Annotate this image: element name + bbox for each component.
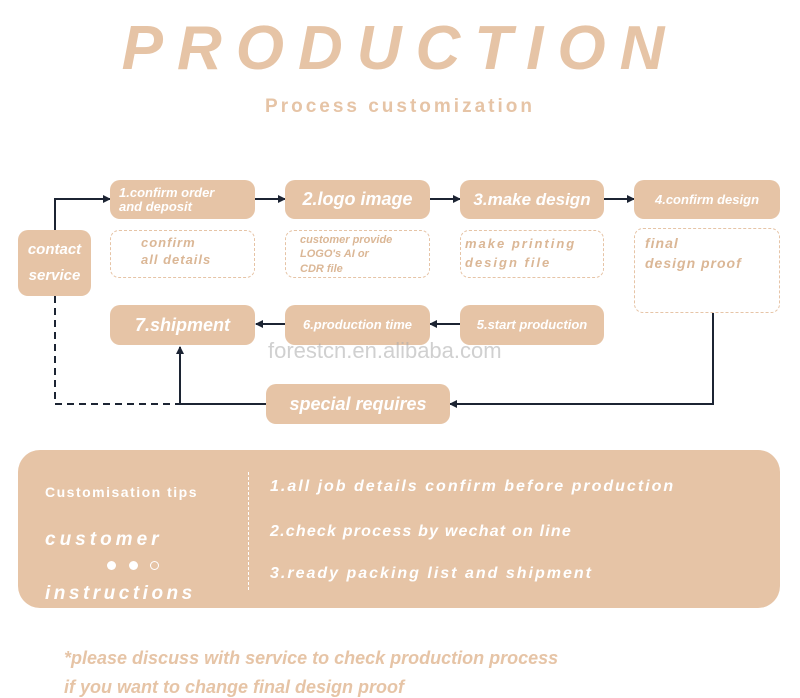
pager-dot-2: [129, 561, 138, 570]
pager-dot-1: [107, 561, 116, 570]
note2-line1: customer provide: [300, 234, 393, 246]
note1-line1: confirm: [141, 235, 196, 250]
step1-line2: and deposit: [119, 198, 192, 214]
footnote-line-2: if you want to change final design proof: [64, 677, 405, 697]
step-confirm-order: 1.confirm order and deposit: [110, 180, 255, 219]
panel-divider: [248, 472, 249, 590]
step-confirm-design: 4.confirm design: [634, 180, 780, 219]
connector-proof-to-special: [449, 313, 714, 408]
step-start-production: 5.start production: [460, 305, 604, 345]
step-production-time: 6.production time: [285, 305, 430, 345]
note1-line2: all details: [141, 251, 212, 267]
panel-label-tips: Customisation tips: [45, 484, 199, 500]
tip-item-2: 2.check process by wechat on line: [270, 523, 572, 540]
step-shipment: 7.shipment: [110, 305, 255, 345]
watermark: forestcn.en.alibaba.com: [268, 338, 502, 363]
connector-contact-to-step1: [54, 195, 111, 230]
contact-label-line1: contact: [27, 240, 82, 258]
note2-line2: LOGO's AI or: [300, 248, 369, 261]
step5-label: 5.start production: [476, 317, 588, 333]
note-confirm-details: confirm all details: [110, 230, 255, 278]
note3-line1: make printing: [465, 236, 577, 251]
customisation-tips-panel: Customisation tips customer instructions…: [18, 450, 780, 608]
special-label: special requires: [289, 393, 427, 414]
step4-label: 4.confirm design: [654, 191, 760, 207]
contact-service-box: contact service: [18, 230, 91, 296]
contact-label-line2: service: [28, 267, 81, 284]
step1-line1: 1.confirm order: [119, 184, 215, 200]
tip-item-3: 3.ready packing list and shipment: [270, 565, 593, 582]
note-printing-file: make printing design file: [460, 230, 604, 278]
connector-special-to-shipment: [176, 346, 266, 405]
step6-label: 6.production time: [302, 317, 413, 333]
note4-line1: final: [645, 235, 679, 251]
panel-label-customer: customer: [45, 529, 163, 550]
pager-dot-3: [150, 561, 159, 570]
note2-line3: CDR file: [300, 262, 343, 275]
special-requires-box: special requires: [266, 384, 450, 424]
panel-label-instructions: instructions: [45, 583, 196, 604]
tip-item-1: 1.all job details confirm before product…: [270, 478, 676, 495]
step-logo-image: 2.logo image: [285, 180, 430, 219]
note4-line2: design proof: [645, 255, 742, 272]
note-final-proof: final design proof: [634, 228, 780, 313]
footnote-line-1: *please discuss with service to check pr…: [64, 648, 559, 668]
page-subtitle: Process customization: [265, 96, 535, 117]
step7-label: 7.shipment: [134, 314, 231, 335]
connector-contact-to-special-dashed: [54, 296, 180, 405]
note3-line2: design file: [465, 254, 552, 270]
step2-label: 2.logo image: [302, 189, 413, 210]
step-make-design: 3.make design: [460, 180, 604, 219]
note-customer-provide: customer provide LOGO's AI or CDR file: [285, 230, 430, 278]
page-title: PRODUCTION: [121, 14, 679, 83]
step3-label: 3.make design: [473, 189, 591, 209]
